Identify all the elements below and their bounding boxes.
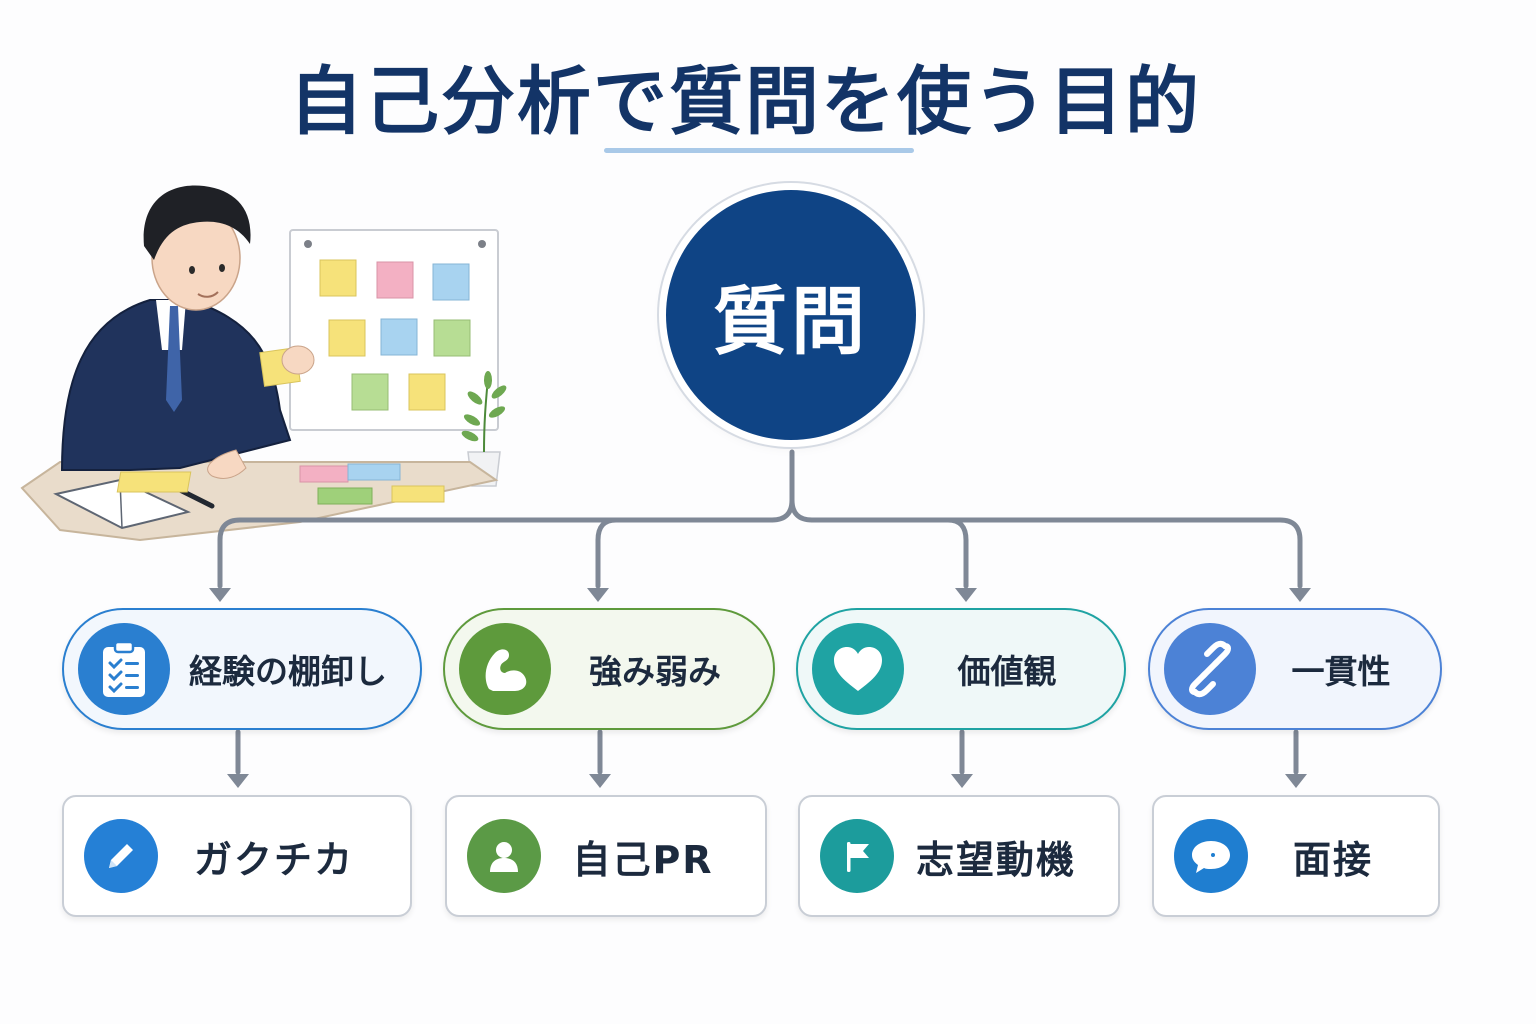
connector-trunk <box>769 449 795 523</box>
person-icon <box>467 819 541 893</box>
flexed-arm-icon <box>459 623 551 715</box>
arrow-to-purpose-1 <box>209 588 231 602</box>
arrow-to-outcome-4 <box>1285 774 1307 788</box>
outcome-card-interview: 面接 <box>1152 795 1440 917</box>
connector-branch-3 <box>945 517 969 589</box>
outcome-label: 志望動機 <box>915 837 1076 882</box>
hub-question: 質問 <box>666 190 916 440</box>
arrow-to-outcome-3 <box>951 774 973 788</box>
outcome-label: 面接 <box>1292 837 1373 882</box>
heart-icon <box>812 623 904 715</box>
speech-bubble-icon <box>1174 819 1248 893</box>
connector-branch-2 <box>595 517 619 589</box>
arrow-to-purpose-4 <box>1289 588 1311 602</box>
purpose-pill-consistency: 一貫性 <box>1148 608 1442 730</box>
pencil-icon <box>84 819 158 893</box>
connector-branch-1 <box>217 517 775 589</box>
outcome-card-self-pr: 自己PR <box>445 795 767 917</box>
outcome-card-gakuchika: ガクチカ <box>62 795 412 917</box>
title-underline <box>604 148 914 153</box>
purpose-label: 一貫性 <box>1291 652 1391 691</box>
arrow-to-purpose-3 <box>955 588 977 602</box>
outcome-label: ガクチカ <box>193 837 354 882</box>
purpose-pill-strengths-weaknesses: 強み弱み <box>443 608 775 730</box>
outcome-label: 自己PR <box>572 837 714 882</box>
arrow-to-purpose-2 <box>587 588 609 602</box>
page-title: 自己分析で質問を使う目的 <box>289 59 1201 145</box>
purpose-label: 強み弱み <box>589 652 721 691</box>
purpose-label: 価値観 <box>957 652 1057 691</box>
purpose-pill-experience-inventory: 経験の棚卸し <box>62 608 422 730</box>
flag-icon <box>820 819 894 893</box>
arrow-to-outcome-1 <box>227 774 249 788</box>
purpose-pill-values: 価値観 <box>796 608 1126 730</box>
connector-lines <box>209 449 1311 788</box>
arrow-to-outcome-2 <box>589 774 611 788</box>
purpose-label: 経験の棚卸し <box>189 652 387 691</box>
connector-trunk-right <box>789 497 815 523</box>
connector-branch-4 <box>809 517 1303 589</box>
illustration-person-at-desk <box>20 185 507 542</box>
clipboard-checklist-icon <box>78 623 170 715</box>
link-chain-icon <box>1164 623 1256 715</box>
outcome-card-motivation: 志望動機 <box>798 795 1120 917</box>
